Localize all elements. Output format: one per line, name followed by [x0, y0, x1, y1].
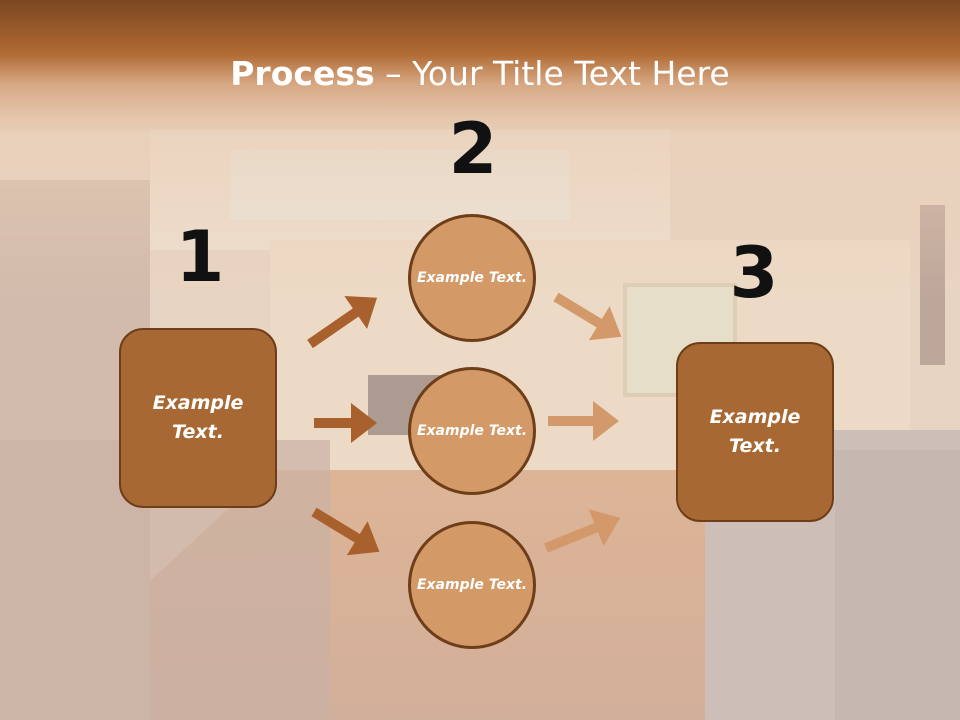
arrow-top-to-3 [553, 292, 622, 341]
step-number-3: 3 [729, 232, 779, 314]
circle-top-label: Example Text. [416, 269, 528, 286]
step-1-label: Example Text. [152, 392, 244, 443]
circle-top: Example Text. [408, 214, 536, 342]
title-bold: Process [230, 54, 375, 93]
arrow-1-to-bottom [311, 507, 380, 556]
title-rest: – Your Title Text Here [374, 54, 730, 93]
arrow-1-to-top [307, 296, 378, 349]
step-number-2: 2 [448, 108, 498, 190]
circle-middle: Example Text. [408, 367, 536, 495]
page-title: Process – Your Title Text Here [0, 52, 960, 96]
circle-middle-label: Example Text. [416, 422, 528, 439]
step-3-box: Example Text. [676, 342, 834, 522]
step-3-label: Example Text. [709, 406, 801, 457]
circle-bottom-label: Example Text. [416, 576, 528, 593]
arrow-bottom-to-3 [544, 509, 621, 553]
circle-bottom: Example Text. [408, 521, 536, 649]
step-1-box: Example Text. [119, 328, 277, 508]
step-number-1: 1 [175, 216, 225, 298]
